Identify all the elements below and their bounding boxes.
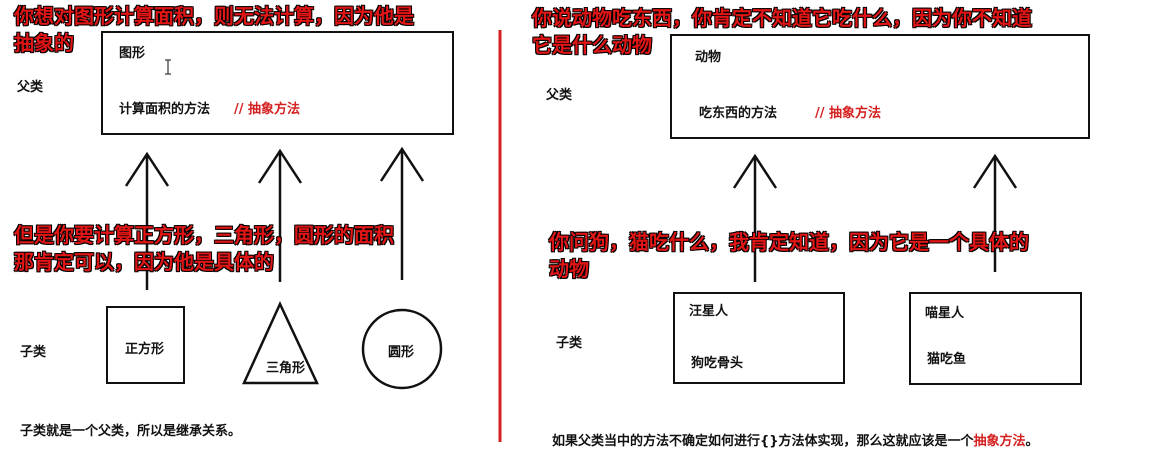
right-note-highlight: 抽象方法 xyxy=(973,434,1026,449)
square-label: 正方形 xyxy=(125,342,165,357)
inherit-arrow-triangle xyxy=(257,148,303,282)
right-parent-label: 父类 xyxy=(546,88,573,103)
inherit-arrow-cat xyxy=(972,153,1018,272)
cat-method: 猫吃鱼 xyxy=(927,352,967,367)
dog-title: 汪星人 xyxy=(689,304,729,319)
shape-parent-title: 图形 xyxy=(119,46,146,61)
triangle-shape xyxy=(242,301,319,385)
right-highlight-top-line1: 你说动物吃东西，你肯定不知道它吃什么，因为你不知道 xyxy=(532,6,1032,30)
inherit-arrow-circle xyxy=(379,146,425,280)
text-cursor-icon xyxy=(165,59,171,75)
left-highlight-top-line1: 你想对图形计算面积，则无法计算，因为他是 xyxy=(14,4,414,28)
right-highlight-mid-line1: 你问狗，猫吃什么，我肯定知道，因为它是一个具体的 xyxy=(549,230,1029,254)
circle-label: 圆形 xyxy=(388,345,415,360)
shape-parent-box xyxy=(101,31,454,135)
inherit-arrow-square xyxy=(124,151,170,290)
dog-method: 狗吃骨头 xyxy=(691,356,744,371)
shape-parent-comment: // 抽象方法 xyxy=(234,102,301,117)
left-highlight-mid-line1: 但是你要计算正方形，三角形，圆形的面积 xyxy=(14,223,394,247)
left-parent-label: 父类 xyxy=(17,80,44,95)
square-shape xyxy=(106,306,185,384)
right-note-prefix: 如果父类当中的方法不确定如何进行{}方法体实现，那么这就应该是一个 xyxy=(552,434,974,449)
left-child-label: 子类 xyxy=(20,345,47,360)
circle-shape xyxy=(361,308,443,390)
animal-parent-box xyxy=(670,34,1090,139)
triangle-label: 三角形 xyxy=(266,361,306,376)
dog-child-box xyxy=(673,292,845,384)
cat-child-box xyxy=(909,292,1082,385)
inherit-arrow-dog xyxy=(732,153,778,282)
left-note: 子类就是一个父类，所以是继承关系。 xyxy=(20,424,242,439)
right-child-label: 子类 xyxy=(556,336,583,351)
right-highlight-mid-line2: 动物 xyxy=(549,257,589,281)
right-highlight-top-line2: 它是什么动物 xyxy=(532,33,652,57)
left-highlight-top-line2: 抽象的 xyxy=(14,31,74,55)
animal-parent-method: 吃东西的方法 xyxy=(699,106,778,121)
cat-title: 喵星人 xyxy=(925,306,965,321)
animal-parent-comment: // 抽象方法 xyxy=(815,106,882,121)
right-note: 如果父类当中的方法不确定如何进行{}方法体实现，那么这就应该是一个抽象方法。 xyxy=(552,430,1039,449)
shape-parent-method: 计算面积的方法 xyxy=(119,102,211,117)
animal-parent-title: 动物 xyxy=(695,50,722,65)
right-note-suffix: 。 xyxy=(1025,434,1039,449)
left-highlight-mid-line2: 那肯定可以，因为他是具体的 xyxy=(14,250,274,274)
